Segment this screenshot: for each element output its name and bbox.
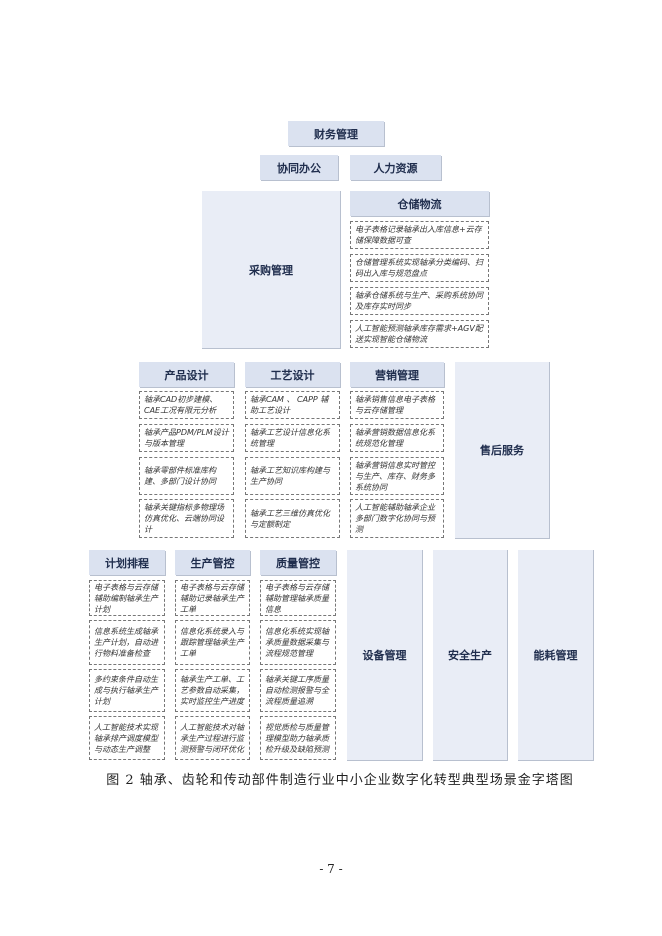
finance-box: 财务管理	[288, 121, 384, 146]
warehouse-item: 仓储管理系统实现轴承分类编码、扫码出入库与规范盘点	[350, 254, 489, 282]
process-item: 轴承工艺三维仿真优化与定额制定	[245, 499, 340, 538]
design-header: 产品设计	[139, 362, 234, 387]
warehouse-item: 轴承仓储系统与生产、采购系统协同及库存实时同步	[350, 287, 489, 315]
quality-item: 轴承关键工序质量自动检测报警与全流程质量追溯	[260, 669, 336, 712]
process-item: 轴承工艺知识库构建与生产协同	[245, 457, 340, 495]
figure-caption: 图 2 轴承、齿轮和传动部件制造行业中小企业数字化转型典型场景金字塔图	[106, 773, 574, 788]
design-item: 轴承关键指标多物理场仿真优化、云端协同设计	[139, 499, 234, 538]
quality-item: 电子表格与云存储辅助管理轴承质量信息	[260, 580, 336, 616]
office-box: 协同办公	[260, 155, 338, 180]
hr-box: 人力资源	[350, 155, 441, 180]
production-item: 人工智能技术对轴承生产过程进行监测预警与闭环优化	[175, 716, 250, 760]
planning-item: 电子表格与云存储辅助编制轴承生产计划	[89, 580, 165, 616]
design-item: 轴承零部件标准库构建、多部门设计协同	[139, 457, 234, 495]
equipment-box: 设备管理	[347, 550, 423, 761]
page-number: - 7 -	[319, 862, 343, 876]
quality-header: 质量管控	[260, 550, 336, 575]
planning-item: 信息系统生成轴承生产计划，自动进行物料准备检查	[89, 620, 165, 665]
process-header: 工艺设计	[245, 362, 340, 387]
marketing-item: 轴承销售信息电子表格与云存储管理	[350, 391, 444, 419]
production-header: 生产管控	[175, 550, 250, 575]
marketing-item: 轴承营销信息实时管控与生产、库存、财务多系统协同	[350, 457, 444, 495]
planning-item: 人工智能技术实现轴承排产调度模型与动态生产调整	[89, 716, 165, 760]
marketing-item: 人工智能辅助轴承企业多部门数字化协同与预测	[350, 499, 444, 538]
planning-item: 多约束条件自动生成与执行轴承生产计划	[89, 669, 165, 712]
quality-item: 信息化系统实现轴承质量数据采集与流程规范管理	[260, 620, 336, 665]
warehouse-item: 人工智能预测轴承库存需求+AGV配送实现智能仓储物流	[350, 320, 489, 348]
marketing-item: 轴承营销数据信息化系统规范化管理	[350, 424, 444, 452]
design-item: 轴承CAD初步建模、CAE工况有限元分析	[139, 391, 234, 419]
production-item: 电子表格与云存储辅助记录轴承生产工单	[175, 580, 250, 616]
production-item: 轴承生产工单、工艺参数自动采集，实时监控生产进度	[175, 669, 250, 712]
energy-box: 能耗管理	[518, 550, 594, 761]
planning-header: 计划排程	[89, 550, 165, 575]
marketing-header: 营销管理	[350, 362, 444, 387]
safety-box: 安全生产	[433, 550, 508, 761]
production-item: 信息化系统录入与跟踪管理轴承生产工单	[175, 620, 250, 665]
after-sales-box: 售后服务	[455, 362, 550, 539]
purchase-box: 采购管理	[202, 191, 341, 349]
process-item: 轴承工艺设计信息化系统管理	[245, 424, 340, 452]
process-item: 轴承CAM 、 CAPP 辅助工艺设计	[245, 391, 340, 419]
warehouse-item: 电子表格记录轴承出入库信息+云存储保障数据可查	[350, 221, 489, 249]
quality-item: 视觉质检与质量管理模型助力轴承质检升级及缺陷预测	[260, 716, 336, 760]
design-item: 轴承产品PDM/PLM设计与版本管理	[139, 424, 234, 452]
warehouse-header: 仓储物流	[350, 191, 489, 216]
